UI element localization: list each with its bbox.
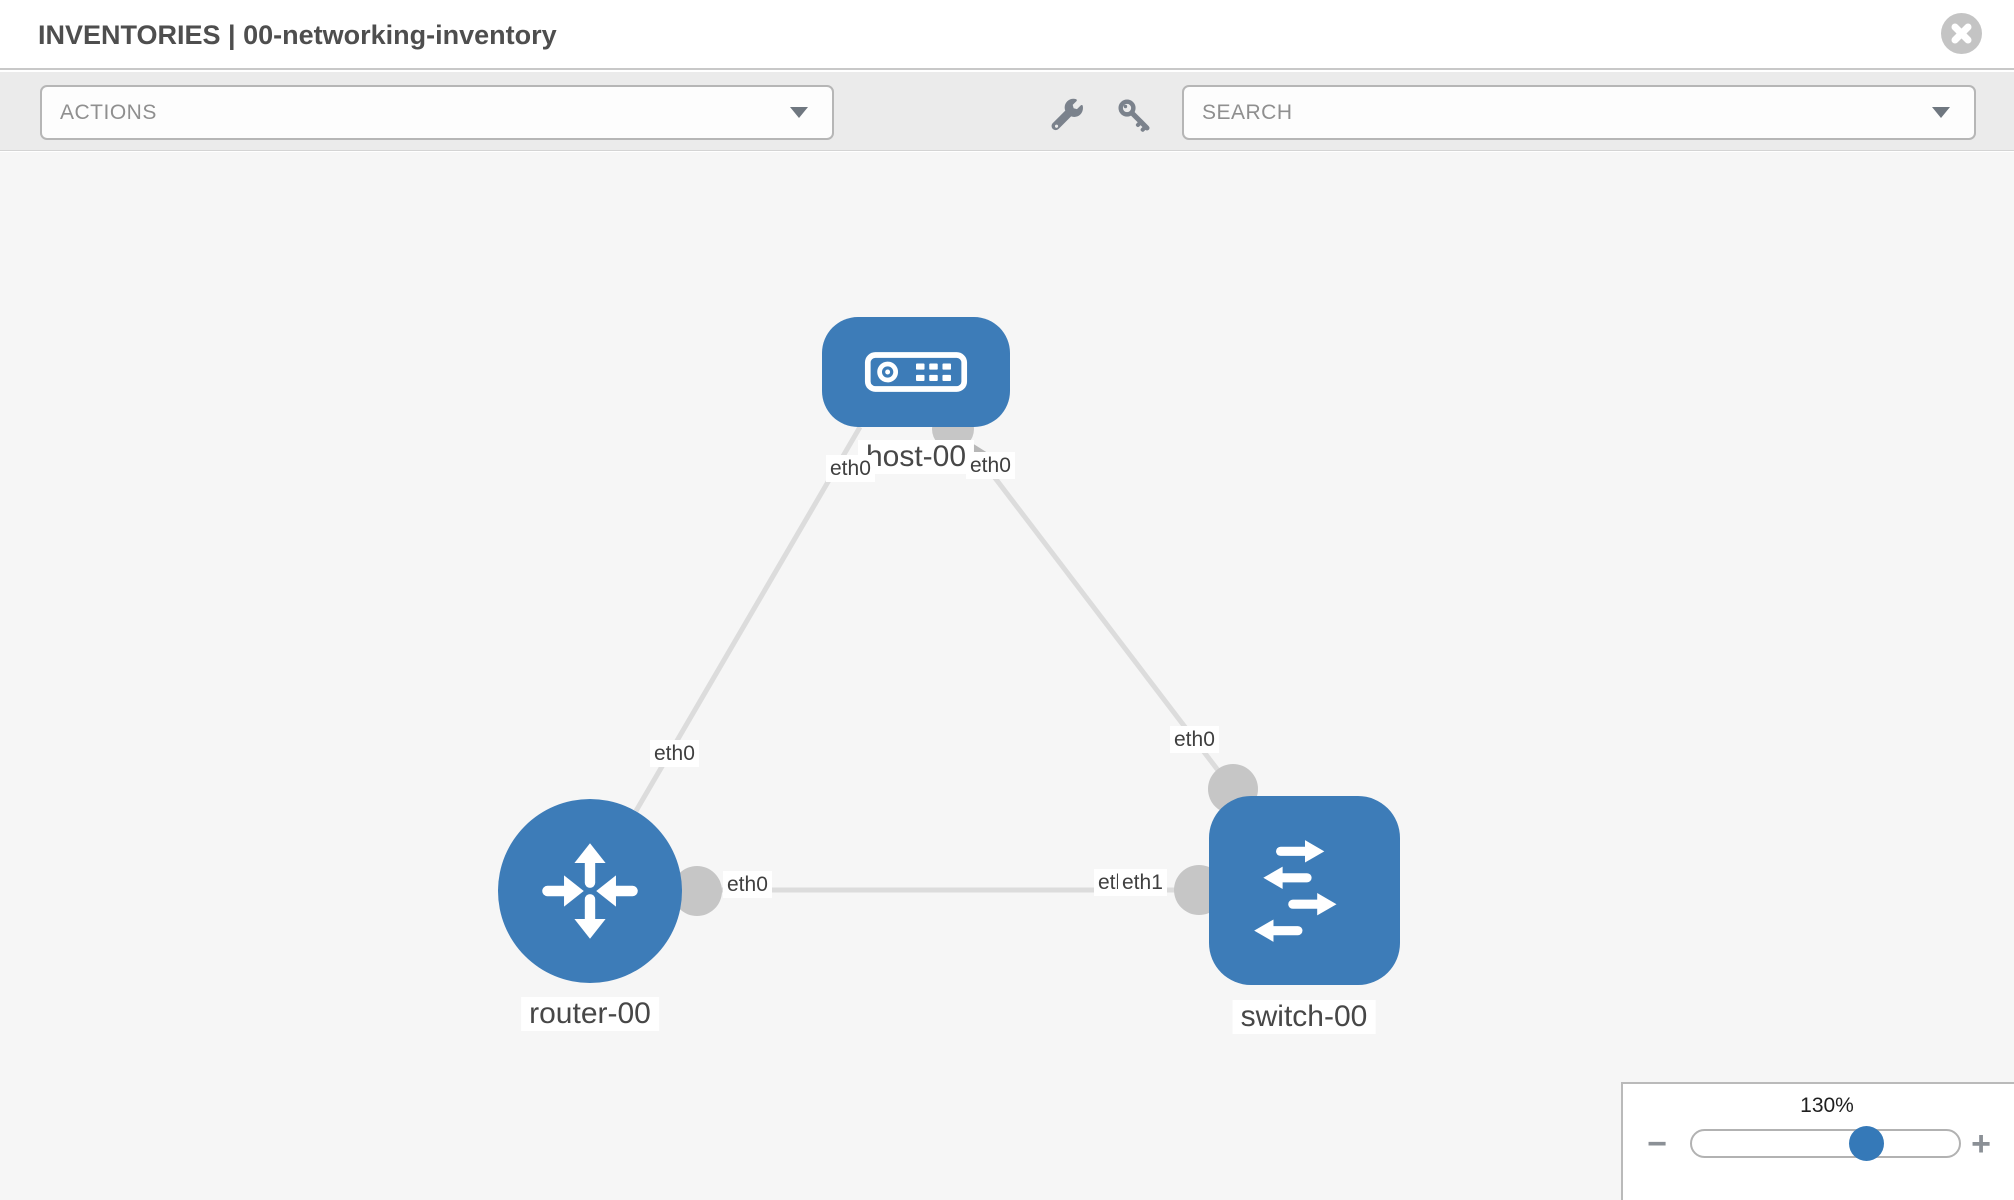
chevron-down-icon	[1932, 107, 1950, 118]
page-title: INVENTORIES | 00-networking-inventory	[38, 20, 557, 50]
switch-icon	[1253, 839, 1337, 942]
toolbar: ACTIONS SEARCH	[0, 72, 2014, 151]
if-label-host-router-router: eth0	[650, 740, 699, 767]
key-icon	[1118, 99, 1150, 132]
configure-tools-button[interactable]	[1048, 96, 1086, 134]
search-placeholder: SEARCH	[1202, 100, 1293, 124]
close-icon	[1951, 23, 1972, 44]
if-label-host-router-host: eth0	[826, 455, 875, 482]
wrench-icon	[1051, 98, 1083, 131]
node-switch[interactable]	[1209, 796, 1400, 985]
window-header: INVENTORIES | 00-networking-inventory	[0, 0, 2014, 70]
host-icon	[864, 352, 968, 392]
credentials-button[interactable]	[1115, 96, 1153, 134]
chevron-down-icon	[790, 107, 808, 118]
zoom-slider-knob[interactable]	[1849, 1126, 1884, 1161]
node-label-host: host-00	[857, 440, 975, 474]
node-label-router: router-00	[521, 997, 659, 1031]
node-host[interactable]	[822, 317, 1010, 427]
actions-dropdown-label: ACTIONS	[60, 100, 157, 124]
zoom-slider-track[interactable]	[1690, 1129, 1961, 1158]
close-button[interactable]	[1941, 13, 1982, 54]
search-dropdown[interactable]: SEARCH	[1182, 85, 1976, 140]
node-router[interactable]	[498, 799, 682, 983]
actions-dropdown[interactable]: ACTIONS	[40, 85, 834, 140]
router-icon	[542, 843, 638, 939]
if-label-host-switch-host: eth0	[966, 452, 1015, 479]
if-label-host-switch-switch: eth0	[1170, 726, 1219, 753]
zoom-level-value: 130%	[1800, 1094, 1854, 1117]
node-label-switch: switch-00	[1232, 1000, 1376, 1034]
links-layer	[633, 408, 1258, 916]
port-circle-router	[672, 866, 722, 916]
if-label-router-switch-router: eth0	[723, 871, 772, 898]
zoom-out-button[interactable]: −	[1637, 1124, 1677, 1164]
zoom-in-button[interactable]: +	[1961, 1124, 2001, 1164]
zoom-panel: 130% − +	[1621, 1082, 2014, 1200]
topology-canvas[interactable]: host-00 router-00 switch-00 eth0 eth0 et…	[0, 152, 2014, 1200]
if-label-router-switch-switch-eth1: eth1	[1118, 869, 1167, 896]
